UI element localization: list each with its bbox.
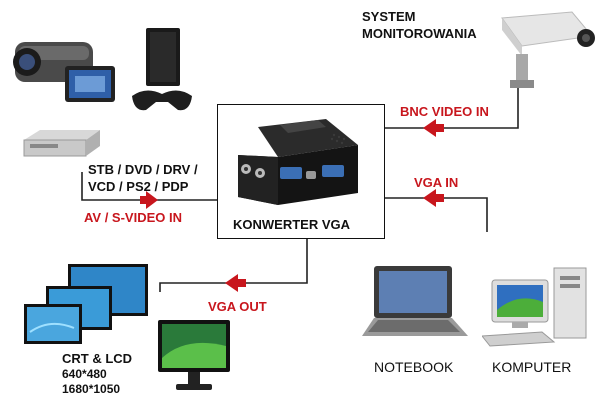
computer-label: KOMPUTER [492, 359, 572, 375]
notebook-label: NOTEBOOK [374, 359, 454, 375]
av-svideo-in-label: AV / S-VIDEO IN [84, 210, 182, 225]
displays-label-line1: CRT & LCD [62, 351, 133, 366]
sources-label-line2: VCD / PS2 / PDP [88, 179, 189, 194]
vga-in-arrow [423, 189, 444, 207]
computer-icon [482, 267, 587, 347]
monitoring-title-line2: MONITOROWANIA [362, 26, 477, 41]
converter-box: KONWERTER VGA [217, 104, 385, 239]
dvd-player-icon [23, 130, 100, 157]
camcorder-icon [13, 42, 115, 102]
monitoring-title-line1: SYSTEM [362, 9, 416, 24]
sources-label-line1: STB / DVD / DRV / [88, 162, 198, 177]
converter-label: KONWERTER VGA [233, 217, 350, 232]
console-icon [132, 28, 192, 111]
av-input-wire [81, 172, 217, 201]
av-input-arrow [140, 191, 158, 209]
notebook-icon [362, 266, 468, 336]
bnc-video-in-label: BNC VIDEO IN [400, 104, 489, 119]
vga-in-wire [383, 197, 488, 232]
displays-label-line3: 1680*1050 [62, 382, 121, 396]
vga-out-label: VGA OUT [208, 299, 267, 314]
displays-label-line2: 640*480 [62, 367, 107, 381]
converter-device-icon [238, 119, 358, 205]
lcd-monitors-icon [24, 264, 148, 344]
bnc-input-arrow [423, 119, 444, 137]
widescreen-monitor-icon [158, 320, 230, 390]
vga-out-arrow [225, 274, 246, 292]
vga-in-label: VGA IN [414, 175, 459, 190]
security-camera-icon [501, 11, 595, 88]
